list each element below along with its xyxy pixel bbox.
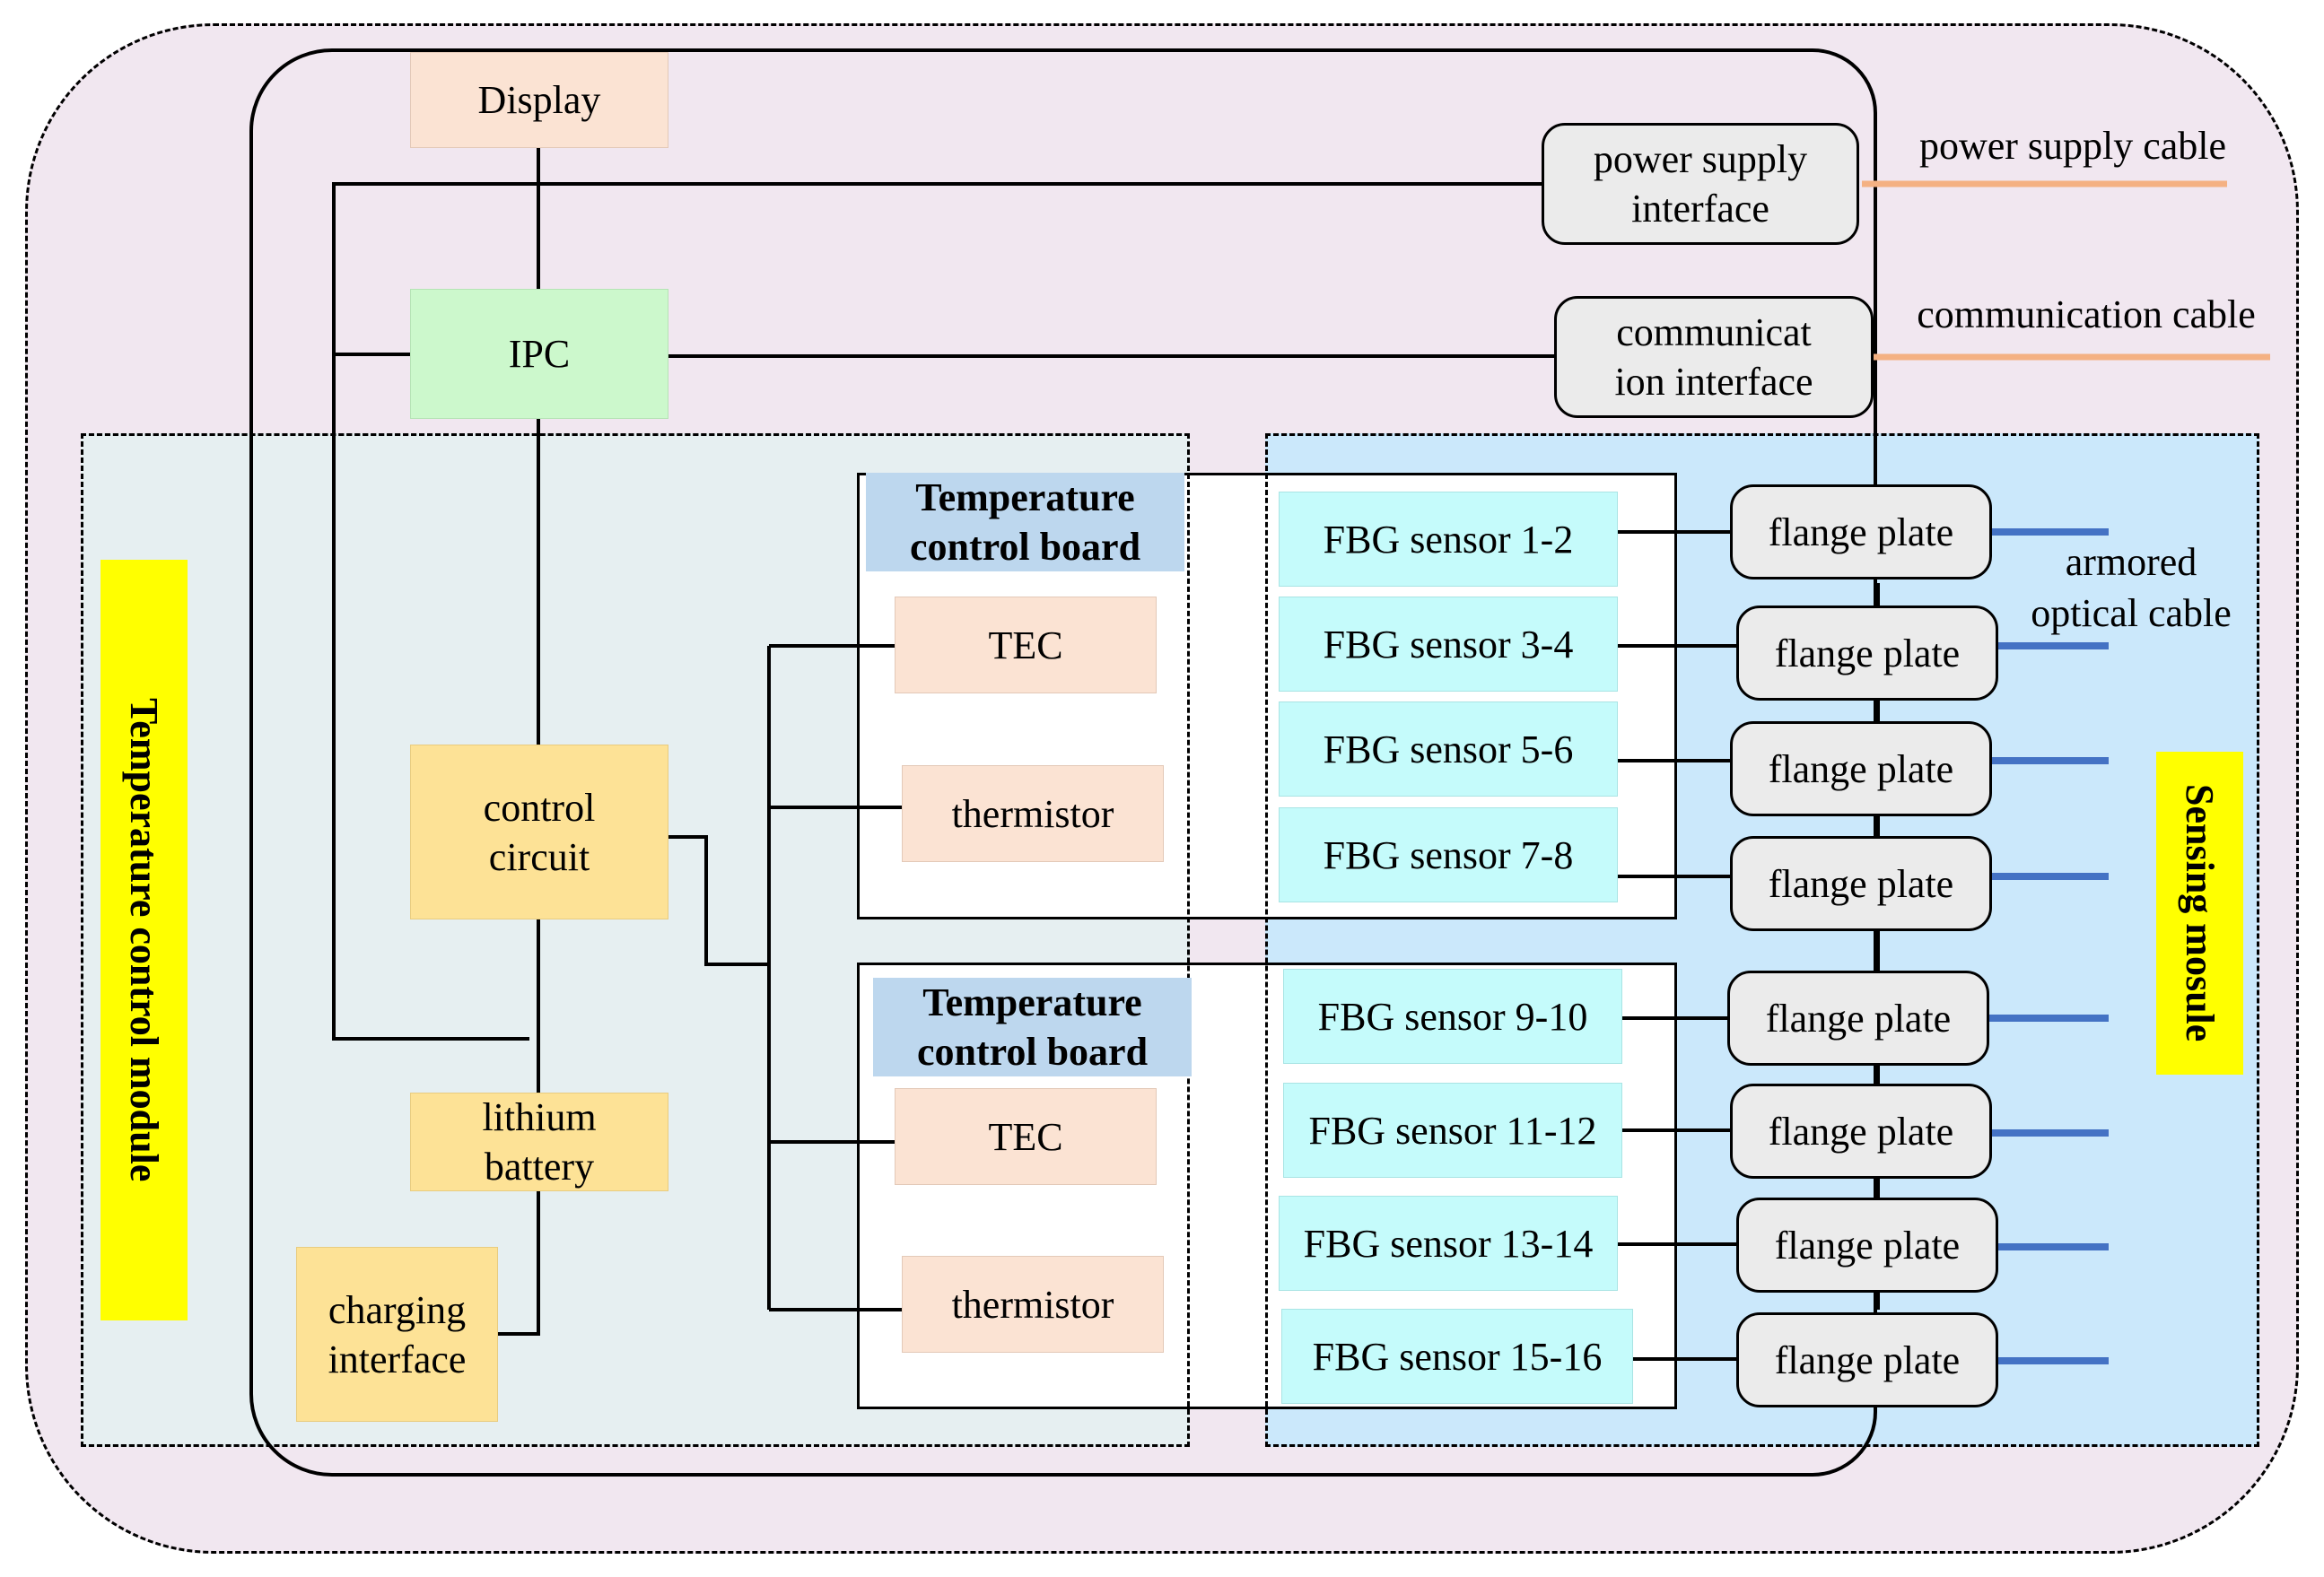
temperature-control-module-label: Temperature control module [100,560,188,1320]
flange-plate-4: flange plate [1730,836,1992,931]
flange-plate-7: flange plate [1736,1198,1998,1293]
flange-plate-5: flange plate [1727,971,1989,1066]
communication-interface-box: communicat ion interface [1554,296,1874,418]
fbg-sensor-3-4: FBG sensor 3-4 [1279,597,1618,692]
fbg-sensor-5-6: FBG sensor 5-6 [1279,701,1618,797]
tec-1-box: TEC [895,597,1157,693]
temperature-control-board-2-title: Temperature control board [873,978,1192,1076]
control-circuit-box: control circuit [410,745,668,919]
fbg-sensor-7-8: FBG sensor 7-8 [1279,807,1618,902]
lithium-battery-box: lithium battery [410,1093,668,1191]
wire-battery-charging [498,1191,540,1336]
armored-optical-cable-label: armored optical cable [2031,540,2232,636]
ipc-box: IPC [410,289,668,419]
flange-plate-8: flange plate [1736,1312,1998,1407]
wire-control-tree [668,835,769,966]
flange-plate-3: flange plate [1730,721,1992,816]
fbg-sensor-13-14: FBG sensor 13-14 [1279,1196,1618,1291]
sensing-module-label: Sensing mosule [2156,752,2243,1075]
thermistor-1-box: thermistor [902,765,1164,862]
fbg-sensor-11-12: FBG sensor 11-12 [1283,1083,1622,1178]
power-supply-cable-label: power supply cable [1918,124,2227,168]
charging-interface-box: charging interface [296,1247,498,1422]
sensing-module-border [1265,433,2259,1447]
temperature-control-module-border [81,433,1190,1447]
communication-cable-label: communication cable [1917,292,2256,336]
flange-plate-6: flange plate [1730,1084,1992,1179]
temperature-control-board-1-title: Temperature control board [866,473,1184,571]
fbg-sensor-9-10: FBG sensor 9-10 [1283,969,1622,1064]
thermistor-2-box: thermistor [902,1256,1164,1353]
device-enclosure-outline [249,48,1877,1477]
wire-power-bus [332,182,1542,1041]
flange-plate-1: flange plate [1730,484,1992,579]
power-supply-interface-box: power supply interface [1542,123,1859,245]
flange-plate-2: flange plate [1736,606,1998,701]
display-box: Display [410,52,668,148]
fbg-sensor-15-16: FBG sensor 15-16 [1281,1309,1633,1404]
tec-2-box: TEC [895,1088,1157,1185]
fbg-sensor-1-2: FBG sensor 1-2 [1279,492,1618,587]
